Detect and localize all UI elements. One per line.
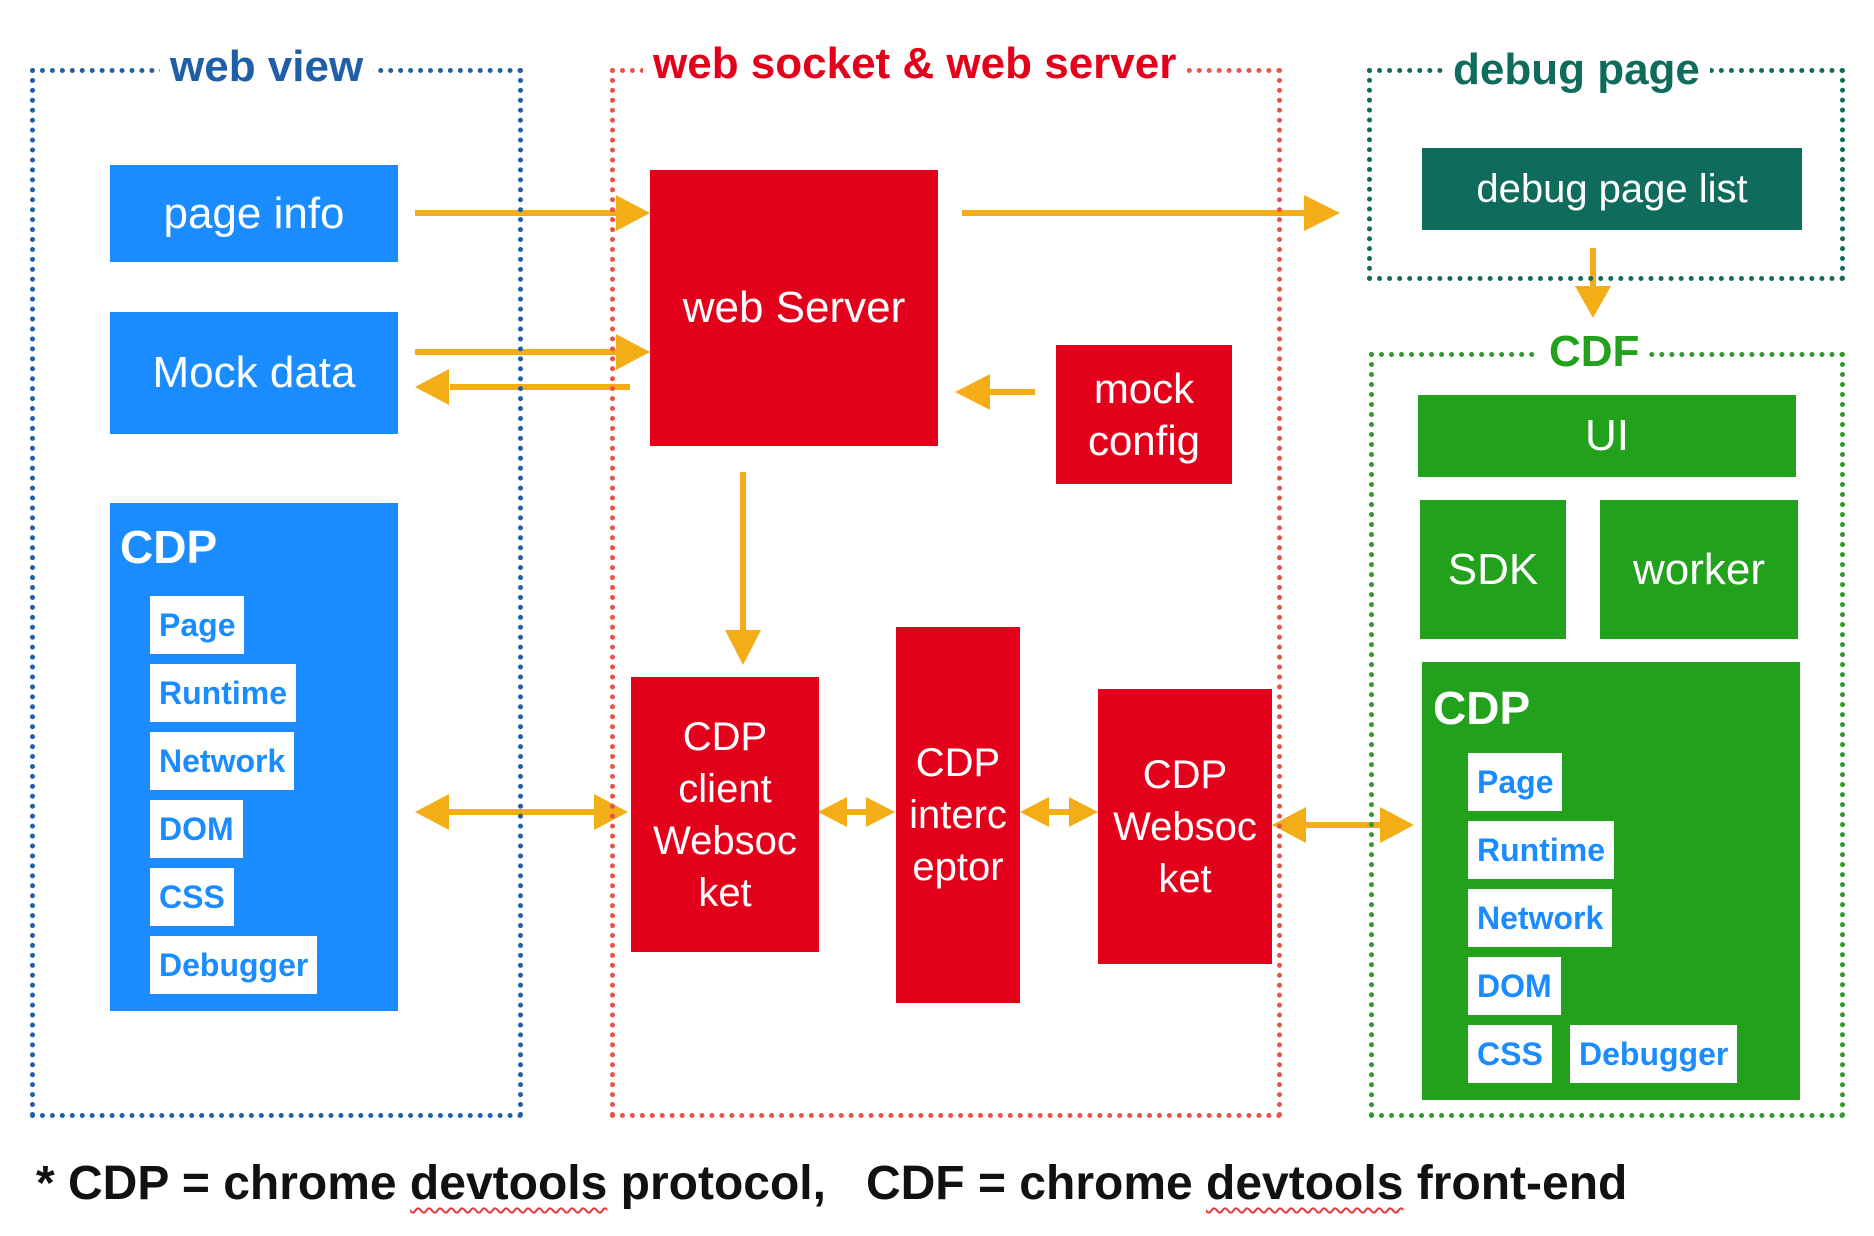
cdp-interceptor-box: CDP interc eptor [896,627,1020,1003]
webview-cdp-css: CSS [150,868,234,926]
cdp-websocket-line-1: CDP [1142,752,1228,797]
cdf-cdp-page: Page [1468,753,1563,811]
webview-cdp-title: CDP [120,521,218,573]
cdf-cdp-network: Network [1468,889,1613,947]
cdf-sdk-box: SDK [1420,500,1566,639]
cdp-client-line-3: Websoc [653,818,797,863]
web-view-title: web view [160,45,374,89]
mock-data-box: Mock data [110,312,398,434]
footer-middle: protocol, CDF = chrome [607,1157,1207,1210]
cdp-interceptor-line-2: interc [909,793,1007,837]
page-info-box: page info [110,165,398,262]
footer-devtools-1: devtools [409,1157,608,1210]
webview-cdp-dom: DOM [150,800,243,858]
webview-cdp-debugger: Debugger [150,936,318,994]
footer-prefix: * CDP = chrome [36,1157,410,1210]
cdp-websocket-line-2: Websoc [1113,804,1257,849]
debug-page-list-box: debug page list [1422,148,1802,230]
footer-legend: * CDP = chrome devtools protocol, CDF = … [36,1160,1627,1208]
cdp-interceptor-line-3: eptor [912,845,1004,889]
cdp-client-line-1: CDP [682,714,768,759]
web-server-box: web Server [650,170,938,446]
cdp-client-line-4: ket [698,870,752,915]
cdf-cdp-debugger: Debugger [1570,1025,1738,1083]
cdp-websocket-box: CDP Websoc ket [1098,689,1272,964]
cdp-interceptor-line-1: CDP [915,741,1001,785]
cdf-cdp-runtime: Runtime [1468,821,1614,879]
cdf-cdp-css: CSS [1468,1025,1552,1083]
cdf-worker-box: worker [1600,500,1798,639]
webview-cdp-page: Page [150,596,245,654]
mock-config-line-2: config [1087,416,1201,464]
cdf-ui-box: UI [1418,395,1796,477]
webview-cdp-runtime: Runtime [150,664,296,722]
cdp-websocket-line-3: ket [1158,856,1212,901]
cdp-client-websocket-box: CDP client Websoc ket [631,677,819,952]
cdp-client-line-2: client [678,766,772,811]
mock-config-line-1: mock [1093,364,1195,412]
debug-page-title: debug page [1443,48,1710,92]
footer-suffix: front-end [1403,1157,1628,1210]
cdf-title: CDF [1539,330,1650,374]
cdf-cdp-title: CDP [1433,682,1531,734]
footer-devtools-2: devtools [1206,1157,1404,1210]
mock-config-box: mock config [1056,345,1232,484]
server-group-title: web socket & web server [643,42,1187,86]
webview-cdp-network: Network [150,732,295,790]
cdf-cdp-dom: DOM [1468,957,1561,1015]
